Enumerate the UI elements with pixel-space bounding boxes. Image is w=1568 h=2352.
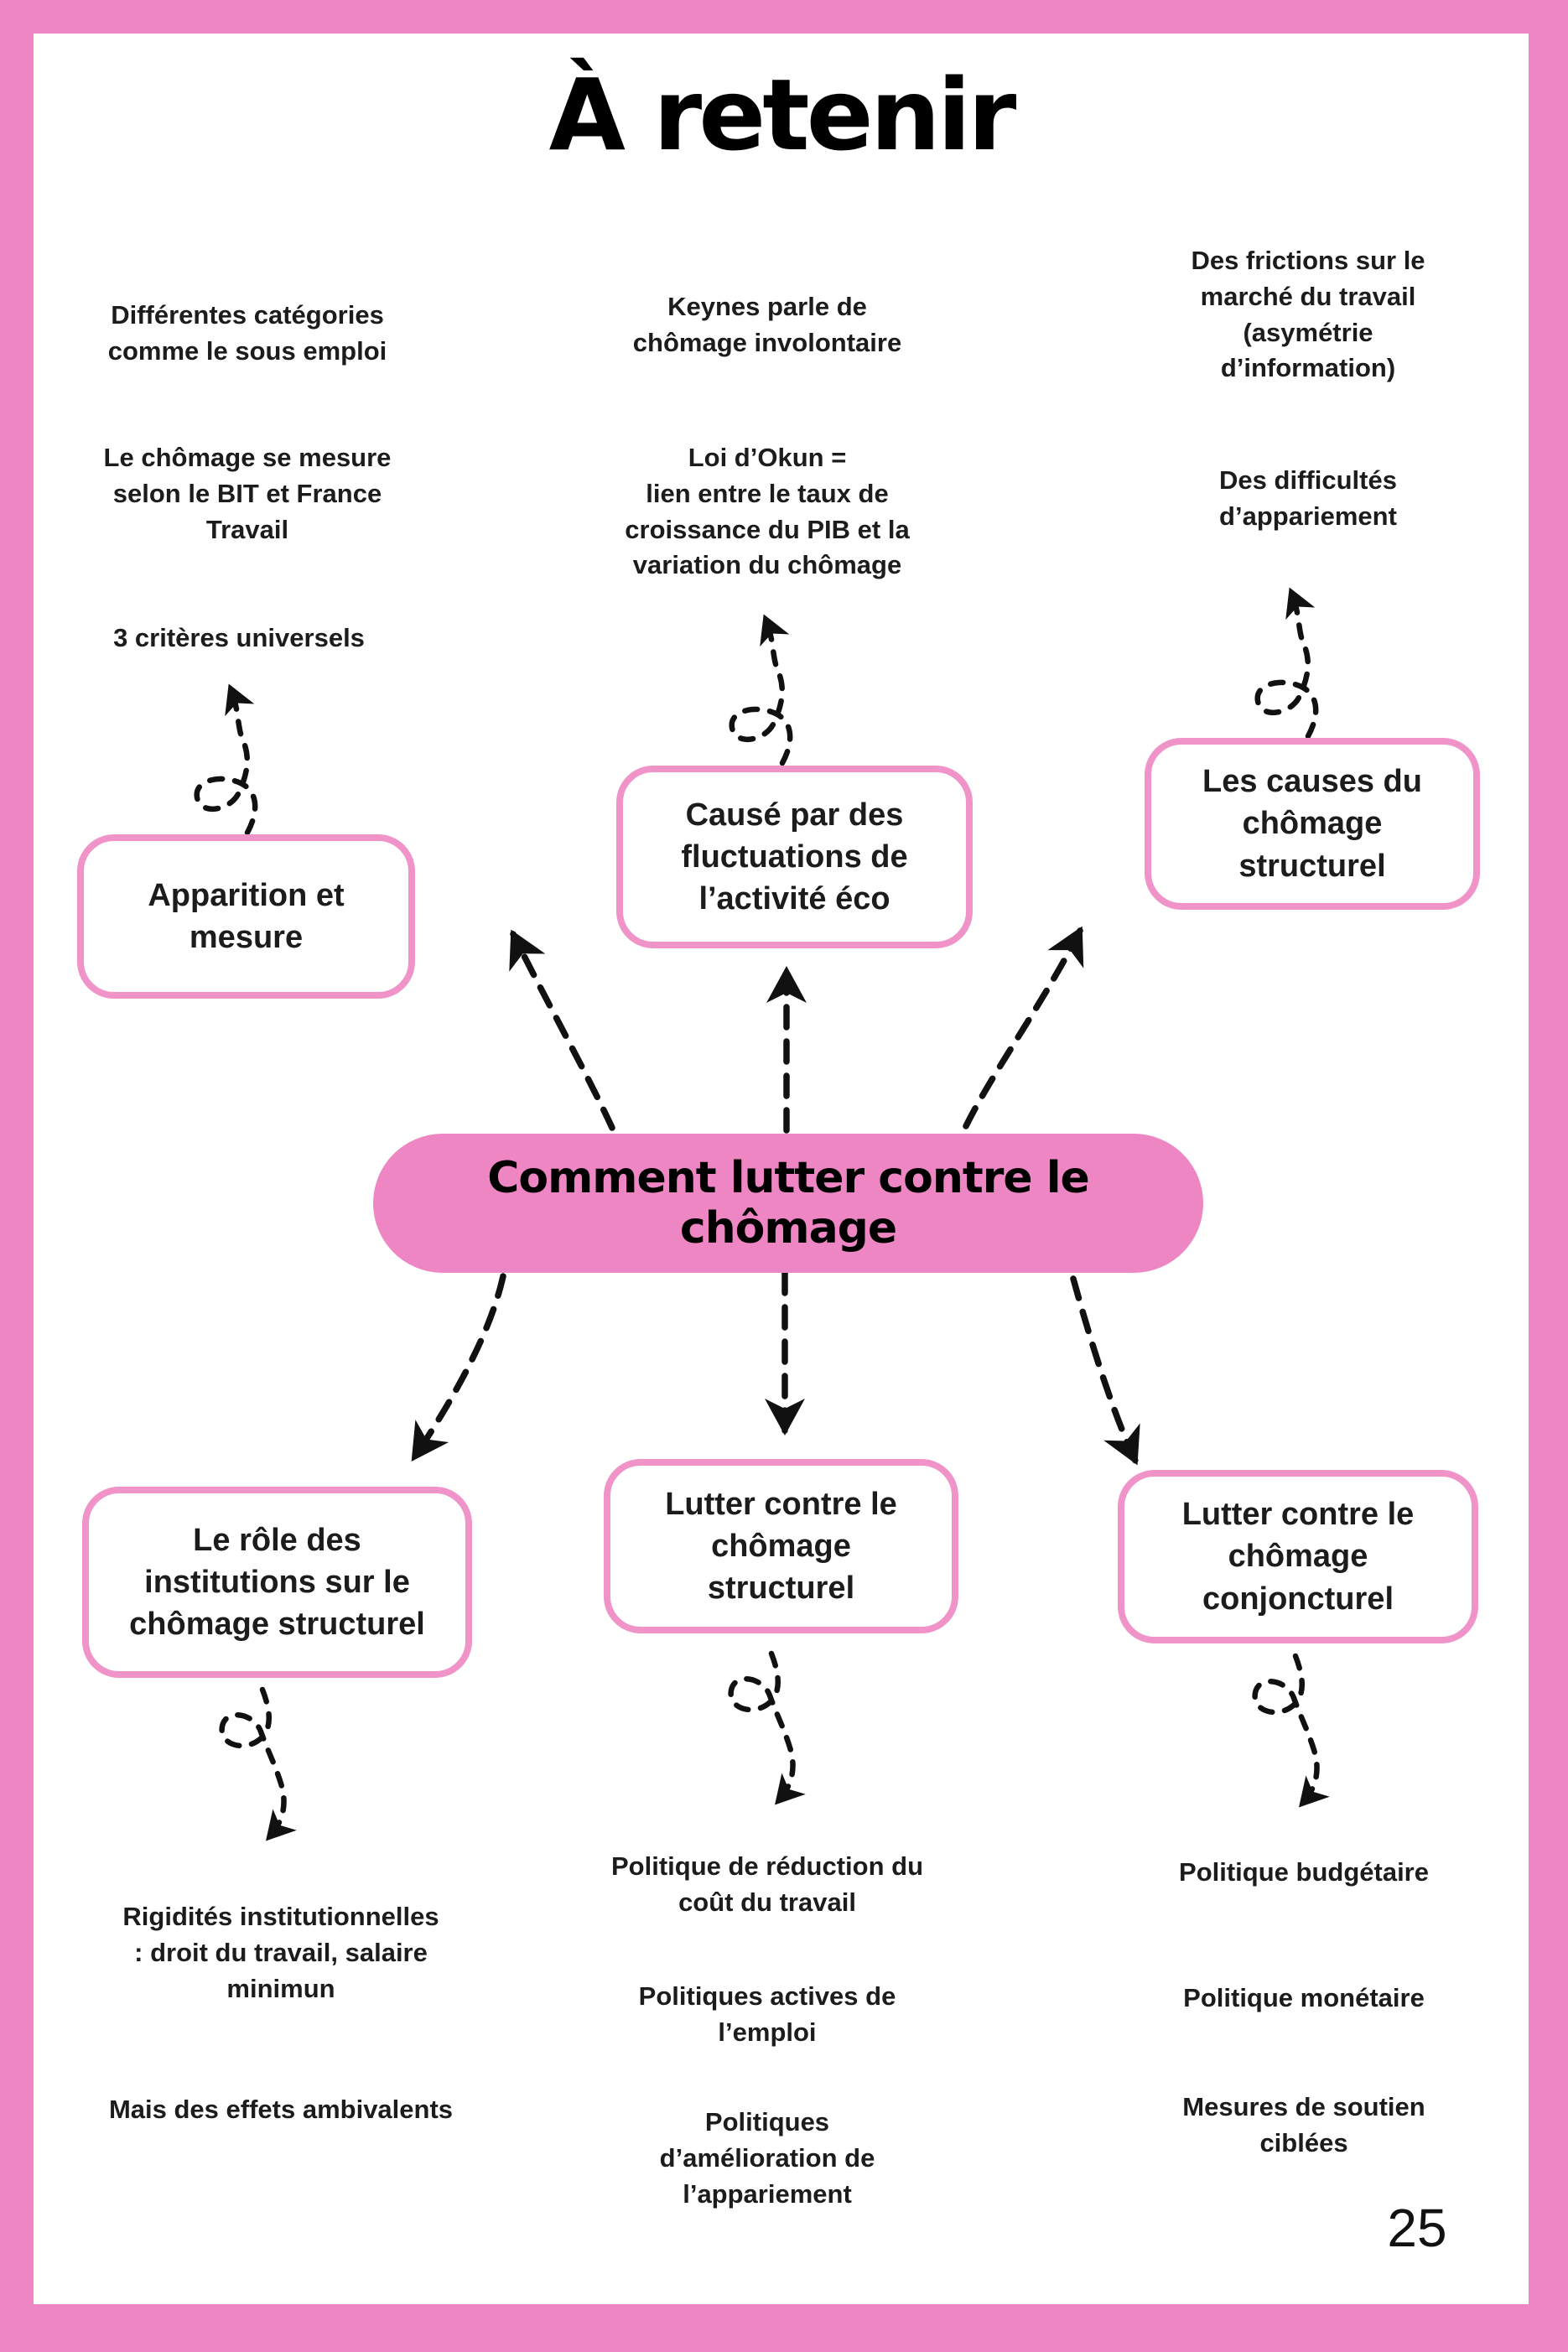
topic-box-role-institutions: Le rôle des institutions sur le chômage … <box>82 1487 472 1678</box>
note-loi-okun: Loi d’Okun = lien entre le taux de crois… <box>625 443 910 580</box>
page-title: À retenir <box>548 57 1017 173</box>
connector-arrows-layer <box>194 587 1330 1841</box>
topic-box-causes-structurel: Les causes du chômage structurel <box>1145 738 1480 910</box>
topic-box-label: Lutter contre le chômage structurel <box>665 1486 897 1607</box>
page-number: 25 <box>1387 2198 1447 2258</box>
squiggle-arrow-up-right-icon <box>1254 587 1319 740</box>
topic-box-lutter-conjoncturel: Lutter contre le chômage conjoncturel <box>1118 1470 1478 1643</box>
mindmap-page: À retenir Différentes catégories comme l… <box>34 34 1529 2304</box>
note-politique-budgetaire: Politique budgétaire <box>1179 1857 1429 1887</box>
squiggle-arrow-down-middle-icon <box>728 1650 806 1805</box>
note-politique-monetaire: Politique monétaire <box>1183 1983 1425 2012</box>
note-categories-sous-emploi: Différentes catégories comme le sous emp… <box>107 300 387 366</box>
topic-box-label: Lutter contre le chômage conjoncturel <box>1181 1497 1415 1617</box>
dashed-arrow-center-to-apparition <box>509 929 615 1131</box>
note-mesures-soutien-ciblees: Mesures de soutien ciblées <box>1182 2092 1425 2157</box>
note-politiques-actives-emploi: Politiques actives de l’emploi <box>638 1981 896 2047</box>
squiggle-arrow-down-right-icon <box>1252 1653 1330 1808</box>
note-frictions-marche-travail: Des frictions sur le marché du travail (… <box>1191 246 1425 383</box>
topic-box-lutter-structurel: Lutter contre le chômage structurel <box>604 1459 958 1633</box>
note-effets-ambivalents: Mais des effets ambivalents <box>108 2095 454 2124</box>
squiggle-arrow-up-left-icon <box>194 683 258 836</box>
note-rigidites-institutionnelles: Rigidités institutionnelles : droit du t… <box>122 1902 439 2003</box>
note-mesure-bit-france-travail: Le chômage se mesure selon le BIT et Fra… <box>103 443 392 544</box>
central-topic: Comment lutter contre le chômage <box>373 1134 1203 1273</box>
squiggle-arrow-down-left-icon <box>219 1686 297 1841</box>
topic-box-apparition-mesure: Apparition et mesure <box>77 834 415 999</box>
note-criteres-universels: 3 critères universels <box>113 623 365 652</box>
squiggle-arrow-up-middle-icon <box>729 614 793 766</box>
dashed-arrow-center-to-causes <box>963 926 1084 1129</box>
topic-box-label: Apparition et mesure <box>148 877 345 955</box>
topic-box-label: Le rôle des institutions sur le chômage … <box>129 1522 425 1643</box>
note-reduction-cout-travail: Politique de réduction du coût du travai… <box>611 1851 923 1917</box>
topic-box-label: Les causes du chômage structurel <box>1202 764 1422 884</box>
note-keynes-chomage-involontaire: Keynes parle de chômage involontaire <box>632 292 902 357</box>
topic-box-label: Causé par des fluctuations de l’activité… <box>681 797 908 917</box>
dashed-arrow-center-to-lutter-conjoncturel <box>1070 1275 1140 1466</box>
dashed-arrow-center-to-institutions <box>411 1273 506 1462</box>
note-difficultes-appariement: Des difficultés d’appariement <box>1219 465 1397 531</box>
topic-box-fluctuations-eco: Causé par des fluctuations de l’activité… <box>616 766 973 948</box>
note-amelioration-appariement: Politiques d’amélioration de l’apparieme… <box>659 2107 875 2209</box>
